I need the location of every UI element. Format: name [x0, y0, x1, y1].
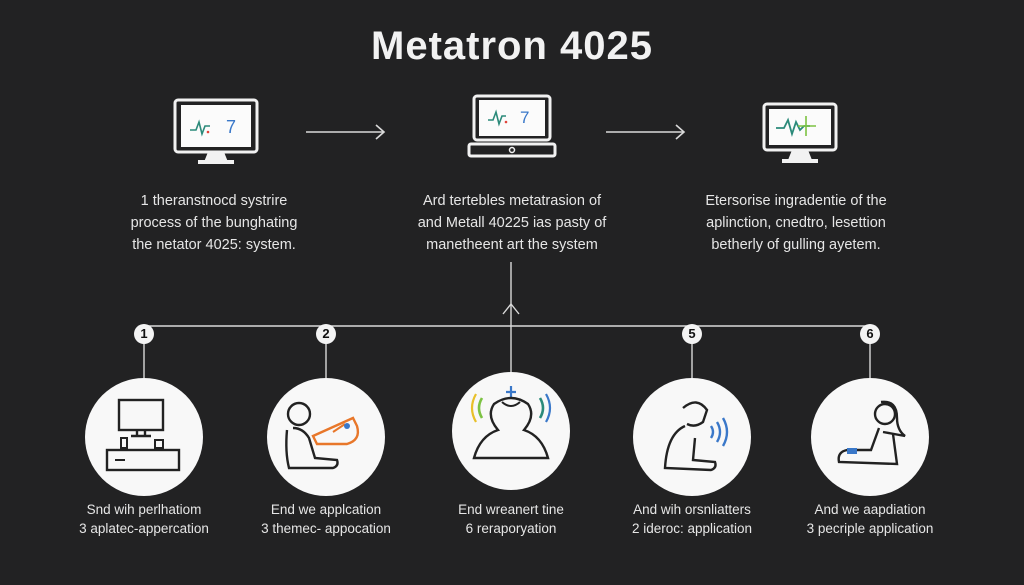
caption-line: the netator 4025: system.: [132, 237, 296, 253]
step-label-line: Snd wih perlhatiom: [86, 502, 202, 517]
caption-line: and Metall 40225 ias pasty of: [417, 215, 607, 231]
step-number-badge: 5: [682, 324, 702, 344]
desktop-workstation-icon: [105, 398, 181, 472]
caption-line: Ard tertebles metatrasion of: [422, 193, 602, 209]
step-circle-2: [267, 378, 385, 496]
laptop-screen-text: 7: [520, 108, 529, 127]
step-label-line: 2 ideroc: application: [631, 521, 753, 536]
step-label-line: End we applcation: [270, 502, 382, 517]
monitor-screen-text: 7: [226, 117, 236, 137]
step-circle-5: [811, 378, 929, 496]
caption-monitor: 1 theranstnocd systrire process of the b…: [84, 190, 344, 256]
monitor-icon: 7: [173, 98, 259, 164]
step-circle-3: [452, 372, 570, 490]
step-label-line: And wih orsnliatters: [633, 502, 751, 517]
step-label-line: 3 themec- appocation: [261, 521, 391, 536]
head-sensor-icon: [470, 386, 552, 460]
step-number-badge: 2: [316, 324, 336, 344]
step-label-2: End we applcation 3 themec- appocation: [236, 500, 416, 538]
laptop-icon: 7: [467, 94, 557, 158]
caption-line: 1 theranstnocd systrire: [140, 193, 288, 209]
caption-line: Etersorise ingradentie of the: [705, 193, 887, 209]
step-label-line: And we aapdiation: [814, 502, 926, 517]
caption-waveform: Etersorise ingradentie of the aplinction…: [666, 190, 926, 256]
step-label-line: 3 aplatec-appercation: [79, 521, 209, 536]
caption-laptop: Ard tertebles metatrasion of and Metall …: [382, 190, 642, 256]
person-signal-icon: [285, 401, 360, 470]
step-label-5: And we aapdiation 3 pecriple application: [780, 500, 960, 538]
step-label-4: And wih orsnliatters 2 ideroc: applicati…: [602, 500, 782, 538]
step-label-line: End wreanert tine: [458, 502, 564, 517]
arrow-right-1: [306, 124, 386, 140]
caption-line: manetheent art the system: [426, 237, 598, 253]
caption-line: aplinction, cnedtro, lesettion: [706, 215, 886, 231]
diagram-title: Metatron 4025: [371, 24, 653, 68]
monitor-waveform-icon: [762, 102, 838, 163]
step-circle-1: [85, 378, 203, 496]
step-circle-4: [633, 378, 751, 496]
step-label-3: End wreanert tine 6 reraporyation: [421, 500, 601, 538]
step-label-line: 3 pecriple application: [806, 521, 934, 536]
step-number-badge: 6: [860, 324, 880, 344]
caption-line: process of the bunghating: [130, 215, 298, 231]
step-label-line: 6 reraporyation: [465, 521, 557, 536]
caption-line: betherly of gulling ayetem.: [711, 237, 881, 253]
step-number-badge: 1: [134, 324, 154, 344]
arrow-right-2: [606, 124, 686, 140]
person-seated-icon: [837, 400, 906, 466]
step-label-1: Snd wih perlhatiom 3 aplatec-appercation: [54, 500, 234, 538]
person-sound-icon: [663, 401, 729, 472]
